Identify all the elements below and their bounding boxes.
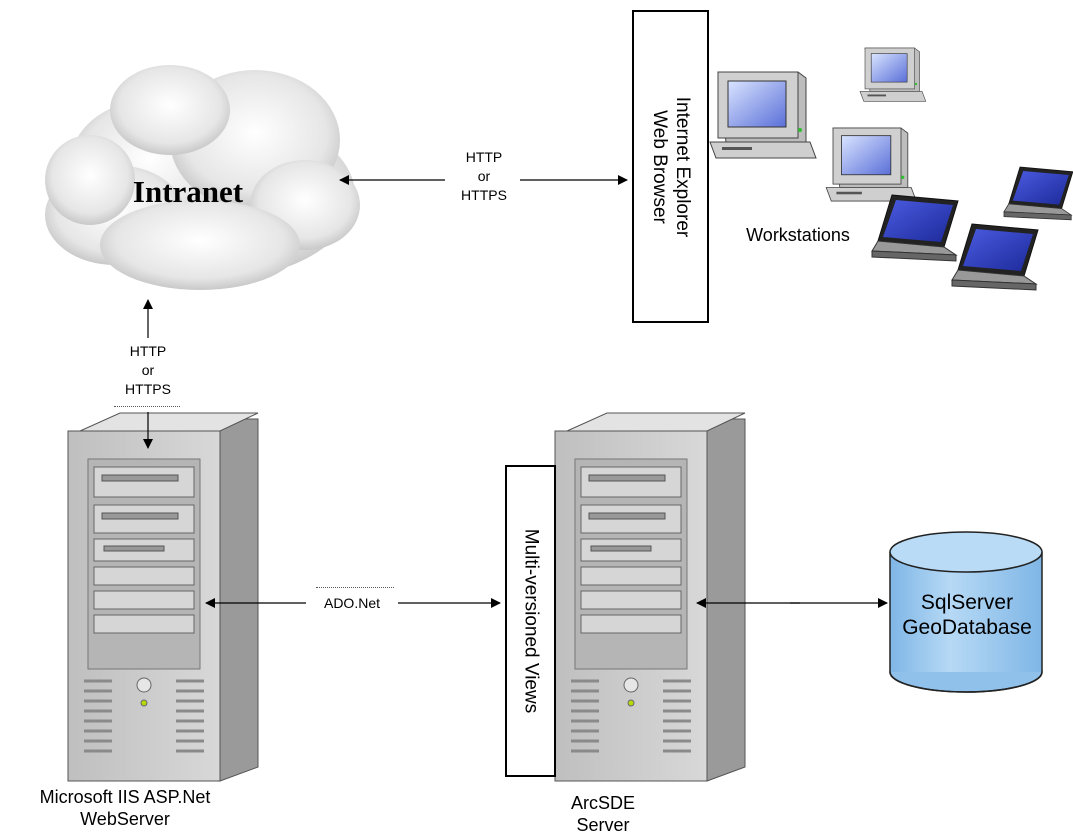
intranet-label: Intranet <box>132 174 244 209</box>
browser-box-line: Web Browser <box>648 109 670 224</box>
ado-net-label: ADO.Net <box>323 595 380 611</box>
browser-box: Internet Explorer Web Browser <box>632 10 709 323</box>
link-label-intranet-browser: HTTP or HTTPS <box>452 148 516 205</box>
workstation-laptop-3 <box>951 223 1039 291</box>
views-box-text: Multi-versioned Views <box>520 528 541 714</box>
link-label-line: or <box>477 168 491 184</box>
database-label-line: GeoDatabase <box>902 616 1032 639</box>
workstations-label: Workstations <box>746 225 850 245</box>
browser-box-text: Internet Explorer Web Browser <box>648 96 694 236</box>
link-label-line: HTTPS <box>125 381 171 397</box>
link-label-line: or <box>141 362 155 378</box>
webserver-caption-line: Microsoft IIS ASP.Net <box>39 787 211 807</box>
workstation-desktop-2 <box>859 47 927 102</box>
webserver-tower <box>66 411 260 783</box>
workstation-laptop-1 <box>871 194 959 262</box>
views-box: Multi-versioned Views <box>505 465 556 777</box>
link-label-line: HTTP <box>465 149 503 165</box>
arcsde-tower <box>553 411 747 783</box>
webserver-caption: Microsoft IIS ASP.Net WebServer <box>0 786 250 830</box>
link-label-intranet-webserver: HTTP or HTTPS <box>116 342 180 399</box>
database-label-line: SqlServer <box>920 591 1014 614</box>
arcsde-caption-line: ArcSDE <box>570 793 635 813</box>
database-label: SqlServer GeoDatabase <box>892 590 1042 640</box>
dotted-overline <box>316 587 394 588</box>
browser-box-line: Internet Explorer <box>671 96 693 237</box>
geodatabase-cylinder <box>889 531 1043 693</box>
arcsde-caption-line: Server <box>576 815 630 835</box>
link-label-line: HTTP <box>129 343 167 359</box>
workstation-laptop-2 <box>1003 166 1073 221</box>
dotted-underline <box>114 406 180 407</box>
workstation-desktop-3 <box>825 127 917 202</box>
workstation-desktop-1 <box>709 71 817 159</box>
intranet-cloud <box>45 65 360 290</box>
webserver-caption-line: WebServer <box>80 809 170 829</box>
link-label-line: HTTPS <box>461 187 507 203</box>
arcsde-caption: ArcSDE Server <box>548 792 658 836</box>
